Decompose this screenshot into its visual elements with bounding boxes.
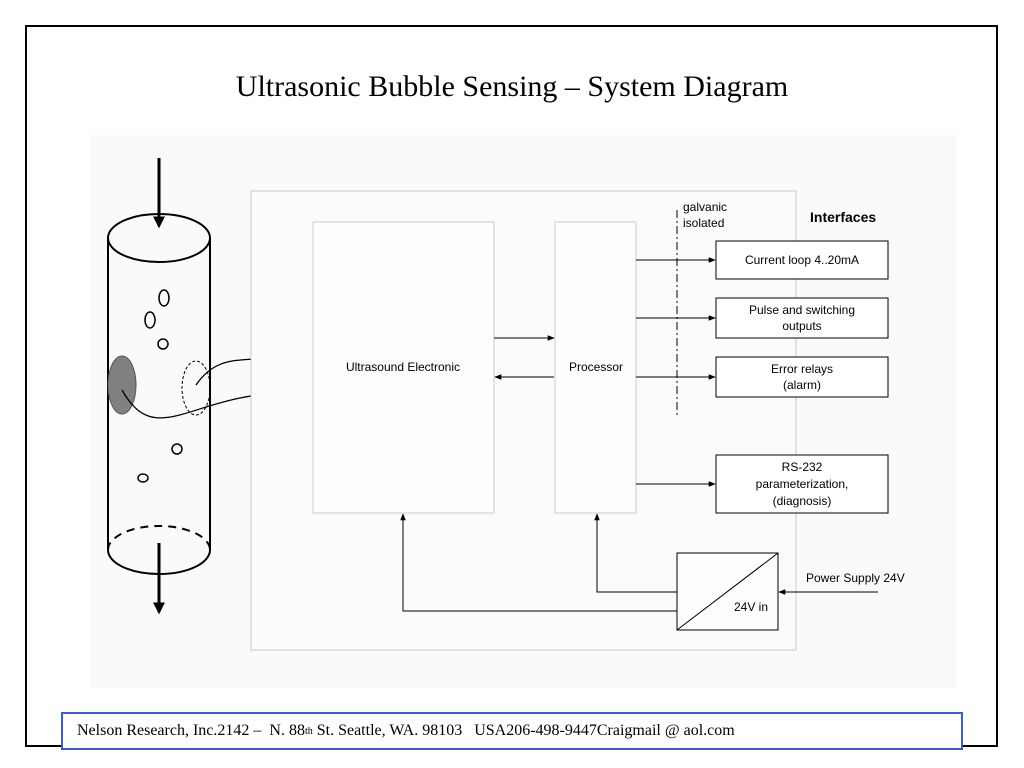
- galvanic-label: galvanic: [683, 200, 727, 214]
- power-to-processor-line: [594, 513, 677, 593]
- interface-label: (diagnosis): [773, 494, 832, 508]
- power-in-label: 24V in: [734, 600, 768, 614]
- interface-label: outputs: [782, 319, 821, 333]
- power-converter-diagonal: [676, 552, 779, 631]
- interface-pulse-switching: Pulse and switching outputs: [715, 297, 889, 339]
- interface-label: RS-232: [782, 460, 823, 474]
- receiver-transducer: [181, 360, 211, 416]
- interface-label: (alarm): [783, 378, 821, 392]
- bubble: [171, 443, 183, 455]
- interfaces-heading: Interfaces: [810, 209, 876, 225]
- ultrasound-electronic-label: Ultrasound Electronic: [346, 360, 460, 374]
- interface-label: Pulse and switching: [749, 303, 855, 317]
- isolated-label: isolated: [683, 216, 724, 230]
- footer-company: Nelson Research, Inc.: [77, 722, 218, 739]
- ultrasound-electronic-block: [312, 221, 495, 514]
- bubble: [157, 338, 169, 350]
- bubble: [158, 289, 170, 307]
- footer-address-suffix: St. Seattle, WA. 98103 USA: [312, 722, 507, 739]
- slide-title: Ultrasonic Bubble Sensing – System Diagr…: [235, 70, 789, 103]
- power-to-ultrasound-line: [400, 513, 677, 612]
- bubbles: [137, 289, 183, 483]
- footer-address-prefix: 2142 – N. 88: [217, 722, 305, 739]
- processor-label: Processor: [569, 360, 623, 374]
- interface-label: Error relays: [771, 362, 833, 376]
- bubble: [144, 311, 156, 329]
- interface-error-relays: Error relays (alarm): [715, 356, 889, 398]
- interface-label: Current loop 4..20mA: [745, 253, 859, 267]
- transmitter-transducer: [107, 355, 137, 415]
- interface-label: parameterization,: [756, 477, 849, 491]
- interface-rs232: RS-232 parameterization, (diagnosis): [715, 454, 889, 514]
- bubble: [137, 473, 149, 483]
- processor-block: [554, 221, 637, 514]
- footer-phone: 206-498-9447: [506, 722, 597, 739]
- power-supply-label: Power Supply 24V: [806, 571, 905, 585]
- interface-current-loop: Current loop 4..20mA: [715, 240, 889, 280]
- footer-email: Craigmail @ aol.com: [596, 722, 735, 739]
- footer-address-sup: th: [304, 725, 313, 737]
- pipe-bottom-back: [107, 525, 211, 551]
